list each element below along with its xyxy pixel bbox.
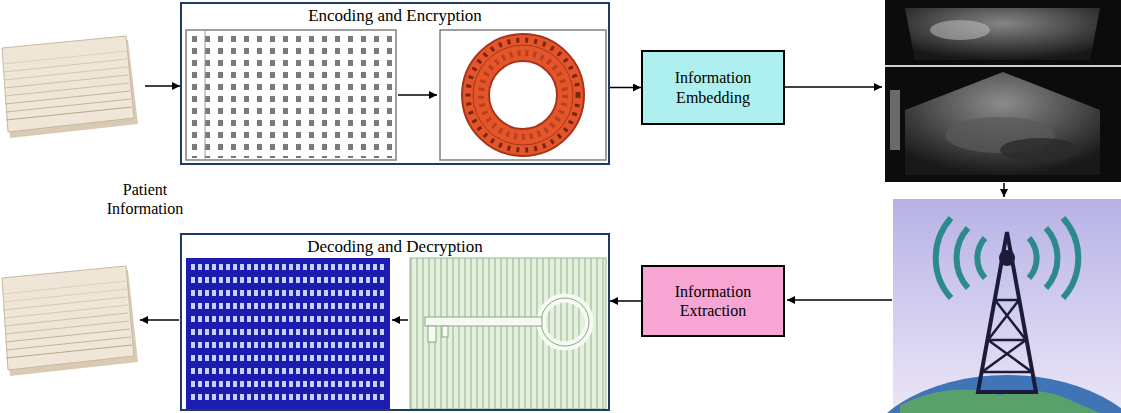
process-box: Information Embedding — [641, 50, 785, 125]
ultrasound-image — [885, 0, 1121, 182]
node-caption: Patient Information — [95, 180, 195, 218]
flow-arrow — [610, 300, 641, 302]
paper-stack — [2, 36, 138, 138]
character-table — [186, 30, 396, 160]
code-panel — [186, 258, 390, 409]
flow-arrow — [145, 85, 180, 87]
flow-arrow — [398, 94, 437, 96]
group-heading: Encoding and Encryption — [182, 4, 608, 26]
flow-arrow — [784, 86, 882, 88]
flow-arrow — [1003, 183, 1005, 197]
box-label: Information Embedding — [643, 68, 783, 106]
flow-arrow — [392, 319, 408, 321]
process-group: Decoding and Decryption — [180, 233, 610, 411]
process-box: Information Extraction — [641, 265, 785, 337]
flow-arrow — [140, 319, 179, 321]
box-label: Information Extraction — [643, 282, 783, 320]
transmission-tower — [857, 199, 1121, 413]
paper-stack — [2, 266, 138, 376]
process-group: Encoding and Encryption — [180, 2, 610, 165]
cipher-wheel — [440, 30, 606, 160]
group-heading: Decoding and Decryption — [182, 235, 608, 257]
flow-arrow — [787, 299, 892, 301]
document-node: Patient Information — [0, 30, 145, 142]
key-picture — [410, 258, 606, 409]
flow-arrow — [610, 87, 641, 89]
